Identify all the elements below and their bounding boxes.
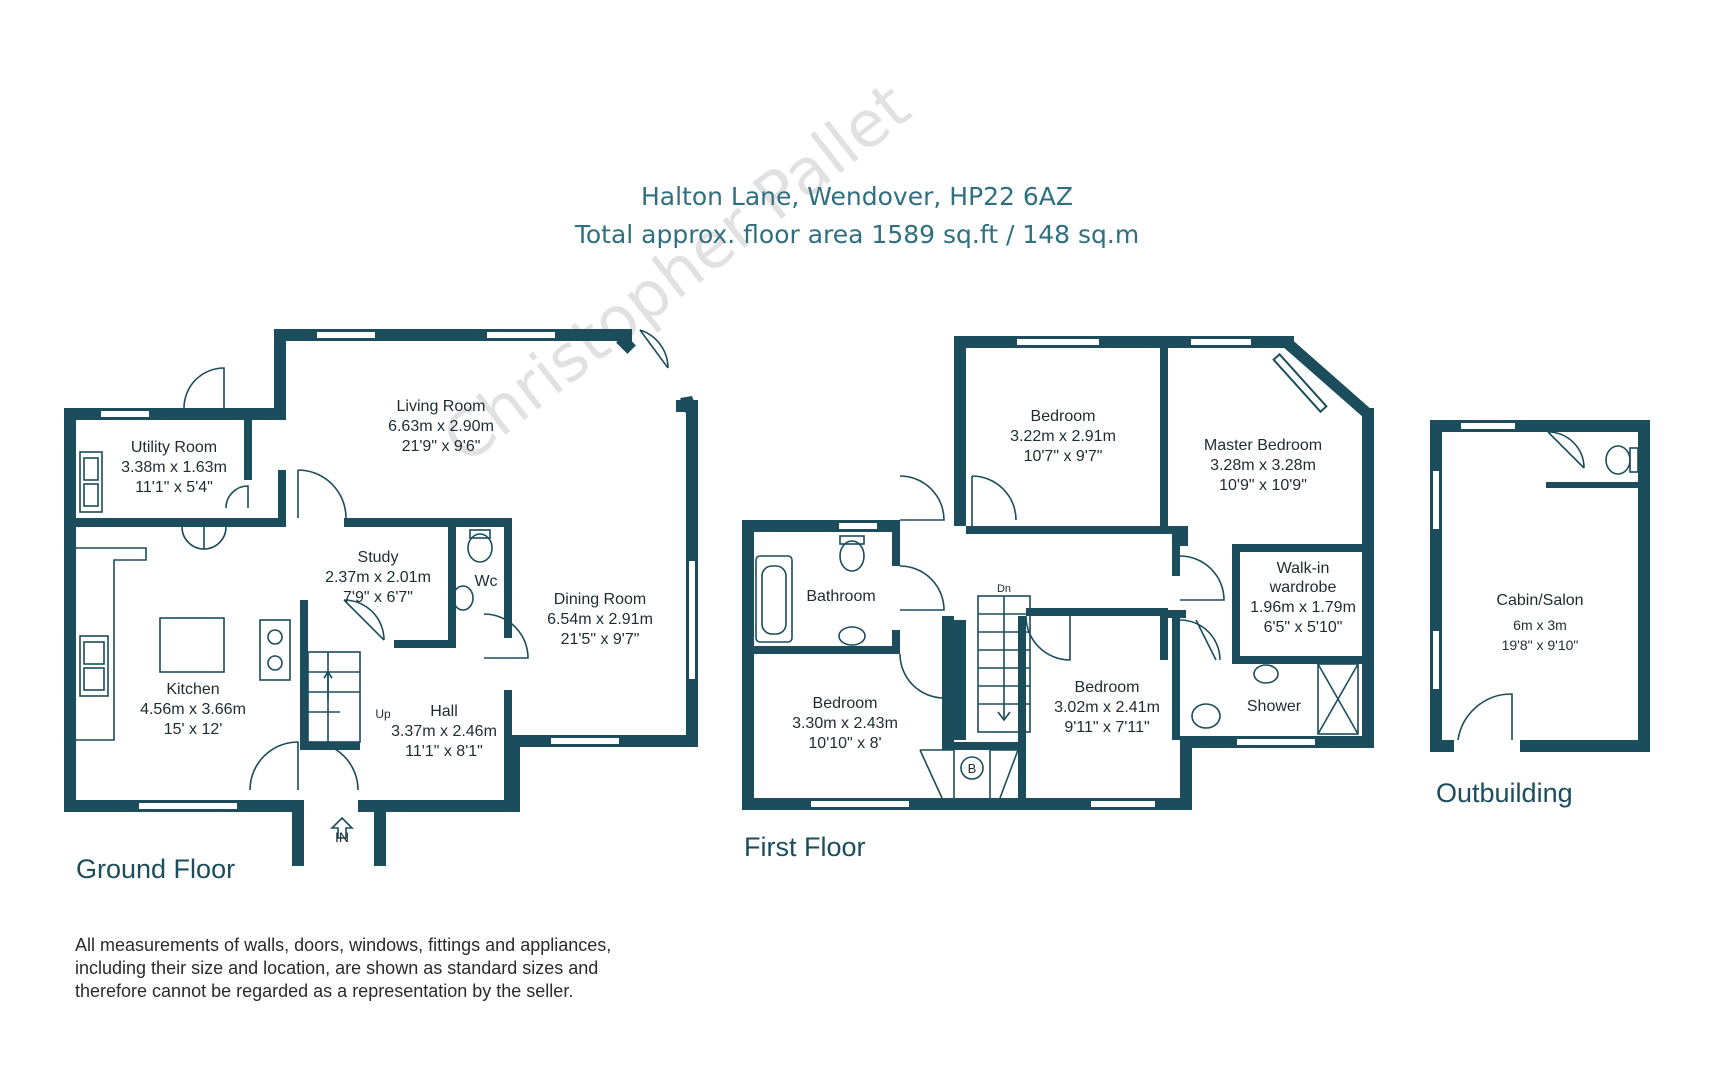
bedroom-top-metric: 3.22m x 2.91m	[1010, 428, 1116, 445]
dining-room-name: Dining Room	[554, 591, 646, 608]
dining-room-metric: 6.54m x 2.91m	[547, 611, 653, 628]
utility-room-name: Utility Room	[131, 439, 217, 456]
living-room-name: Living Room	[397, 398, 486, 415]
bedroom-top-name: Bedroom	[1031, 408, 1096, 425]
cabin-imperial: 19'8" x 9'10"	[1502, 637, 1579, 653]
bedroom-left-name: Bedroom	[813, 695, 878, 712]
study-metric: 2.37m x 2.01m	[325, 569, 431, 586]
shower-name: Shower	[1247, 698, 1302, 715]
utility-room-imperial: 11'1" x 5'4"	[135, 479, 213, 496]
ground-floor-plan	[64, 329, 698, 866]
living-room-metric: 6.63m x 2.90m	[388, 418, 494, 435]
bedroom-mid-name: Bedroom	[1075, 679, 1140, 696]
entrance-label: IN	[335, 829, 349, 845]
bedroom-mid-metric: 3.02m x 2.41m	[1054, 699, 1160, 716]
kitchen-name: Kitchen	[166, 681, 219, 698]
walkin-name-2: wardrobe	[1269, 579, 1337, 596]
outbuilding-label: Outbuilding	[1436, 778, 1573, 808]
study-imperial: 7'9" x 6'7"	[343, 589, 413, 606]
ground-floor-label: Ground Floor	[76, 854, 236, 884]
cabin-name: Cabin/Salon	[1496, 592, 1583, 609]
dining-room-imperial: 21'5" x 9'7"	[561, 631, 640, 648]
boiler-label: B	[968, 761, 977, 776]
kitchen-imperial: 15' x 12'	[164, 721, 223, 738]
wc-name: Wc	[474, 573, 497, 590]
bedroom-mid-imperial: 9'11" x 7'11"	[1064, 719, 1149, 736]
walkin-metric: 1.96m x 1.79m	[1250, 599, 1356, 616]
bedroom-left-metric: 3.30m x 2.43m	[792, 715, 898, 732]
bathroom-name: Bathroom	[806, 588, 875, 605]
master-bedroom-metric: 3.28m x 3.28m	[1210, 457, 1316, 474]
master-bedroom-name: Master Bedroom	[1204, 437, 1322, 454]
utility-room-metric: 3.38m x 1.63m	[121, 459, 227, 476]
study-name: Study	[358, 549, 399, 566]
master-bedroom-imperial: 10'9" x 10'9"	[1219, 477, 1307, 494]
walkin-name-1: Walk-in	[1277, 560, 1330, 577]
bedroom-top-imperial: 10'7" x 9'7"	[1024, 448, 1103, 465]
hall-name: Hall	[430, 703, 458, 720]
walkin-imperial: 6'5" x 5'10"	[1264, 619, 1343, 636]
disclaimer-line-2: including their size and location, are s…	[75, 958, 599, 978]
stairs-up-label: Up	[375, 707, 391, 721]
disclaimer-line-3: therefore cannot be regarded as a repres…	[75, 981, 574, 1001]
property-address: Halton Lane, Wendover, HP22 6AZ	[640, 182, 1074, 211]
stairs-down-label: Dn	[997, 583, 1011, 595]
outbuilding-plan	[1430, 420, 1650, 752]
first-floor-plan	[742, 336, 1374, 810]
total-floor-area: Total approx. floor area 1589 sq.ft / 14…	[574, 220, 1140, 249]
cabin-metric: 6m x 3m	[1513, 617, 1567, 633]
hall-imperial: 11'1" x 8'1"	[405, 743, 483, 760]
living-room-imperial: 21'9" x 9'6"	[402, 438, 481, 455]
disclaimer-line-1: All measurements of walls, doors, window…	[75, 935, 612, 955]
bedroom-left-imperial: 10'10" x 8'	[808, 735, 881, 752]
hall-metric: 3.37m x 2.46m	[391, 723, 497, 740]
kitchen-metric: 4.56m x 3.66m	[140, 701, 246, 718]
disclaimer: All measurements of walls, doors, window…	[75, 934, 695, 1003]
first-floor-label: First Floor	[744, 832, 866, 862]
